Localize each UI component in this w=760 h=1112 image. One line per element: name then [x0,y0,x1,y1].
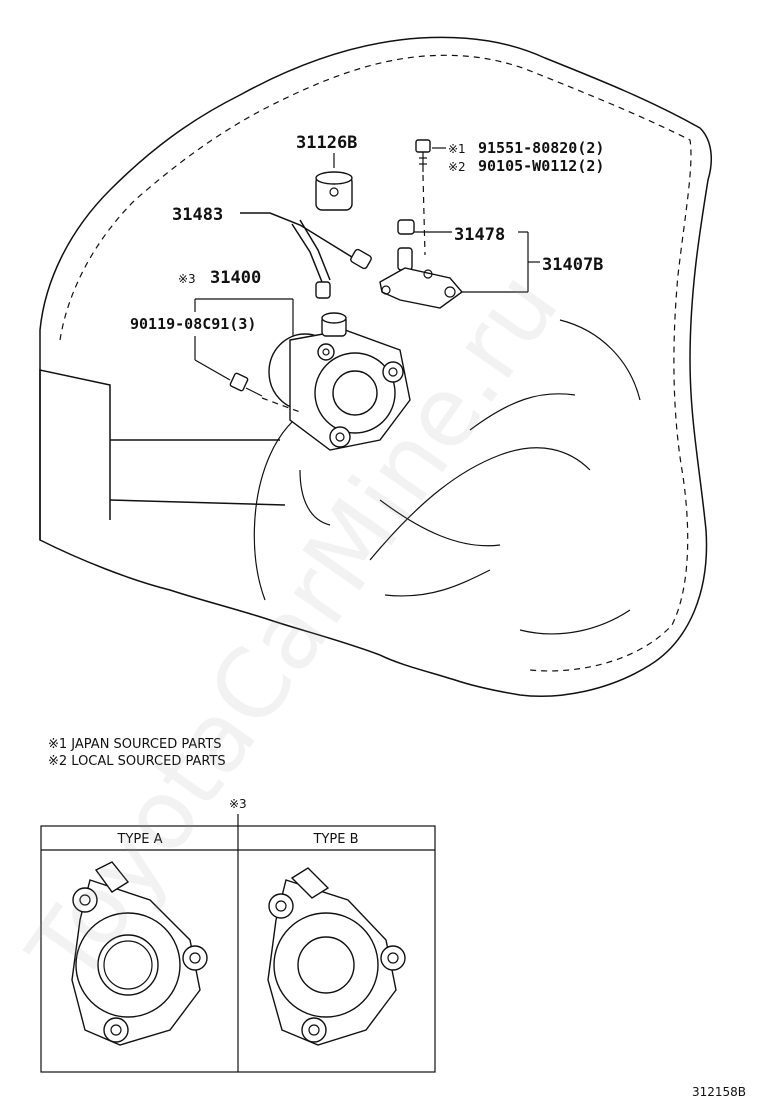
bolt [415,139,446,256]
release-cylinder-31400 [268,312,411,451]
type-b-cylinder [267,867,406,1046]
inset-mark: ※3 [229,797,247,811]
transmission-housing [39,36,713,697]
part-number-90119: 90119-08C91(3) [130,315,256,333]
figure-id: 312158B [692,1085,746,1099]
part-number-bolt-local: 90105-W0112(2) [478,157,604,175]
type-b-label: TYPE B [313,832,359,847]
bleeder-cap-31478 [397,219,452,235]
bolt-local-mark: ※2 [448,160,466,174]
part-number-31478: 31478 [454,225,505,245]
bolt-japan-mark: ※1 [448,142,466,156]
union-fitting-31407b [379,231,540,309]
cylinder-bolt [229,372,301,413]
type-a-cylinder [71,861,208,1046]
note-japan-sourced: ※1 JAPAN SOURCED PARTS [48,737,222,752]
type-a-label: TYPE A [117,832,163,847]
leader-90119-tip [194,359,231,381]
clutch-tube-31483 [240,212,372,299]
part-number-31407b: 31407B [542,255,603,275]
grommet-31126b [315,153,353,211]
cylinder-mark: ※3 [178,272,196,286]
part-number-31126b: 31126B [296,133,357,153]
type-comparison-box [40,825,436,1073]
note-local-sourced: ※2 LOCAL SOURCED PARTS [48,754,226,769]
part-number-31483: 31483 [172,205,223,225]
part-number-31400: 31400 [210,268,261,288]
part-number-bolt-japan: 91551-80820(2) [478,139,604,157]
